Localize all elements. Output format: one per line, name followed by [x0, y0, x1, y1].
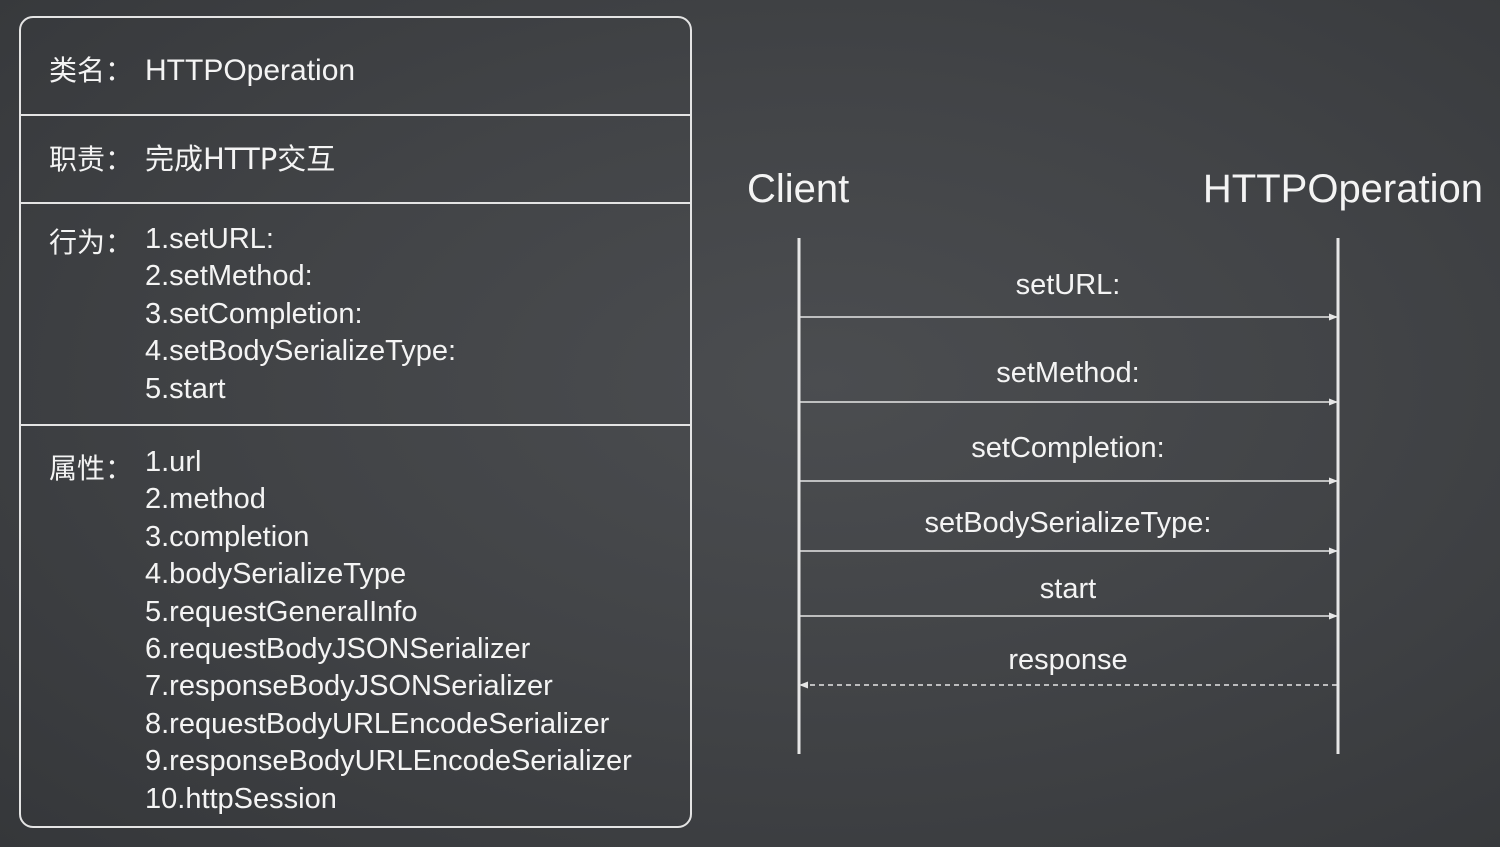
behavior-item: 1.setURL:: [145, 223, 274, 255]
class-card: 类名： HTTPOperation 职责： 完成HTTP交互 行为： 1.set…: [19, 16, 692, 828]
message-label: start: [1040, 573, 1096, 605]
participant-httpoperation: HTTPOperation: [1203, 167, 1483, 211]
class-name-label: 类名：: [49, 54, 134, 87]
attribute-item: 2.method: [145, 483, 266, 516]
message-label: setCompletion:: [971, 432, 1164, 464]
duty-label: 职责：: [49, 143, 134, 176]
attribute-item: 10.httpSession: [145, 782, 337, 815]
attribute-list: 1.url 2.method 3.completion 4.bodySerial…: [145, 444, 632, 818]
message-label: response: [1008, 644, 1127, 676]
message-label: setMethod:: [996, 357, 1139, 389]
behavior-item: 5.start: [145, 372, 226, 405]
behavior-list: 1.setURL: 2.setMethod: 3.setCompletion: …: [145, 221, 456, 408]
participant-client: Client: [747, 167, 849, 211]
behavior-item: 2.setMethod:: [145, 260, 313, 293]
message-label: setURL:: [1016, 269, 1121, 301]
attribute-item: 3.completion: [145, 520, 310, 553]
attribute-item: 6.requestBodyJSONSerializer: [145, 633, 531, 666]
attribute-label: 属性：: [49, 452, 134, 485]
attribute-item: 7.responseBodyJSONSerializer: [145, 670, 553, 703]
attribute-item: 9.responseBodyURLEncodeSerializer: [145, 745, 632, 778]
behavior-item: 3.setCompletion:: [145, 297, 363, 330]
attribute-item: 8.requestBodyURLEncodeSerializer: [145, 707, 610, 740]
attribute-item: 5.requestGeneralInfo: [145, 595, 418, 628]
message-label: setBodySerializeType:: [925, 507, 1212, 539]
behavior-label: 行为：: [49, 226, 134, 259]
behavior-item: 4.setBodySerializeType:: [145, 335, 457, 368]
card-divider: [21, 202, 690, 204]
attribute-item: 4.bodySerializeType: [145, 558, 407, 591]
card-divider: [21, 114, 690, 116]
card-divider: [21, 424, 690, 426]
class-name-value: HTTPOperation: [145, 54, 356, 87]
attribute-item: 1.url: [145, 446, 202, 478]
duty-value: 完成HTTP交互: [145, 142, 336, 176]
message-group: setURL: setMethod: setCompletion: setBodySe…: [799, 269, 1338, 689]
